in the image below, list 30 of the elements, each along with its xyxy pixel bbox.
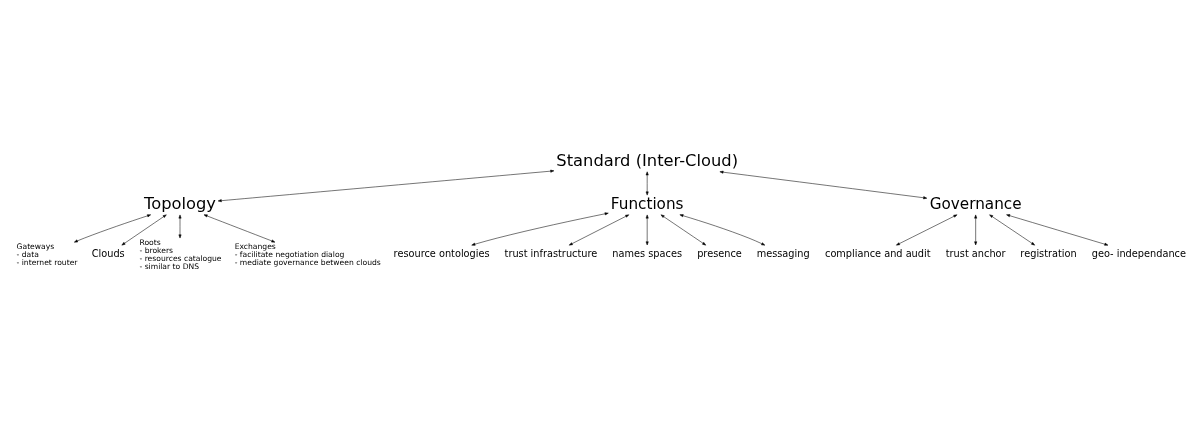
node-text: Functions xyxy=(610,194,684,213)
arrow xyxy=(645,214,649,246)
arrow xyxy=(1006,214,1109,246)
node-text: resource ontologies xyxy=(393,248,490,260)
arrow xyxy=(660,214,707,246)
node-text: compliance and audit xyxy=(825,248,931,260)
arrow xyxy=(74,214,151,243)
node-text: geo- independance xyxy=(1091,248,1186,260)
arrow xyxy=(178,214,182,239)
node-text: Topology xyxy=(144,194,216,214)
arrow xyxy=(974,214,978,246)
arrow xyxy=(217,169,555,203)
arrow xyxy=(679,214,766,246)
node-text: presence xyxy=(697,248,742,260)
arrow xyxy=(568,214,630,246)
node-text: trust anchor xyxy=(945,248,1006,260)
arrow xyxy=(645,171,649,196)
node-text: registration xyxy=(1020,248,1077,260)
node-text: trust infrastructure xyxy=(504,248,598,260)
arrow xyxy=(719,170,928,200)
node-text: Governance xyxy=(929,194,1022,213)
arrow xyxy=(896,214,958,246)
node-text: names spaces xyxy=(612,248,682,260)
arrow xyxy=(471,212,609,246)
node-text: messaging xyxy=(756,248,810,260)
node-text: Standard (Inter-Cloud) xyxy=(556,151,739,171)
arrow xyxy=(989,214,1035,246)
arrow xyxy=(203,214,276,243)
node-text: Clouds xyxy=(91,248,125,260)
arrow xyxy=(121,214,167,246)
